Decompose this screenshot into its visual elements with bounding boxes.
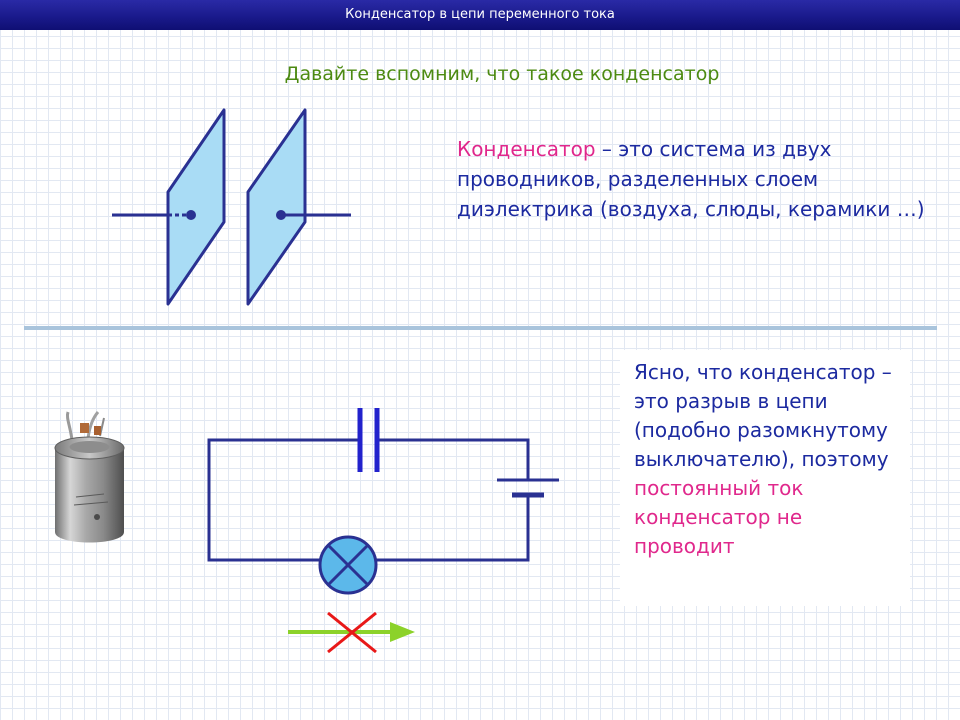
window-title: Конденсатор в цепи переменного тока xyxy=(345,7,615,22)
divider-line xyxy=(24,326,937,330)
left-plate xyxy=(166,108,226,306)
note-box: Ясно, что конденсатор – это разрыв в цеп… xyxy=(620,350,910,606)
capacitor-photo xyxy=(54,411,125,543)
definition-term: Конденсатор xyxy=(457,137,596,161)
definition-text: Конденсатор – это система из двух провод… xyxy=(457,134,927,224)
lamp-symbol xyxy=(318,535,378,595)
capacitor-plates-diagram xyxy=(112,108,351,306)
dc-circuit-diagram xyxy=(207,408,559,595)
circuit-wire xyxy=(376,495,530,562)
note-highlight: постоянный ток конденсатор не проводит xyxy=(634,476,804,558)
crossed-arrow-icon xyxy=(288,611,415,654)
right-plate xyxy=(246,108,307,306)
circuit-wire xyxy=(207,438,362,562)
slide-subtitle: Давайте вспомним, что такое конденсатор xyxy=(284,63,720,85)
title-bar: Конденсатор в цепи переменного тока xyxy=(0,0,960,30)
definition-body: – это система из двух проводников, разде… xyxy=(457,137,925,221)
circuit-wire xyxy=(376,438,530,480)
note-text: Ясно, что конденсатор – это разрыв в цеп… xyxy=(634,360,892,471)
left-plate-terminal xyxy=(186,210,196,220)
